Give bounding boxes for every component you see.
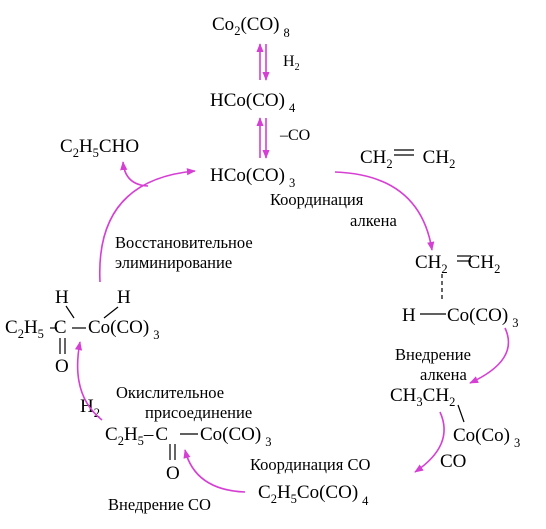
ethyl-cobalt-tetracarbonyl: C2H5Co(CO)4 <box>258 482 369 508</box>
hco3-formula: HCo(CO)3 <box>210 165 295 190</box>
ethyl-co-bond <box>457 404 465 423</box>
acyl-oxygen: O <box>166 463 180 484</box>
product-propanal: C2H5CHO <box>60 136 139 160</box>
h2-reagent: H2 <box>80 396 100 420</box>
h2-reagent-top: H2 <box>283 53 300 73</box>
alkyl-cobalt: Co(Co)3 <box>453 425 520 450</box>
arrow-alkene-insertion <box>469 327 510 384</box>
co2co8-formula: Co2(CO)8 <box>212 14 290 40</box>
arrow-alkene-coordination <box>334 171 435 251</box>
dihydride-carbonyl-bond <box>59 338 66 354</box>
pi-complex-double-bond <box>457 255 471 262</box>
acyl-complex: C2H5–C <box>105 424 168 448</box>
label-reductive-elimination-1: Восстановительное <box>115 233 253 252</box>
label-oxidative-addition-2: присоединение <box>145 403 252 422</box>
h-c-bond <box>65 305 75 319</box>
arrow-co-insertion <box>183 449 246 493</box>
arrow-oxidative-addition <box>74 341 103 421</box>
label-oxidative-addition-1: Окислительное <box>116 383 224 402</box>
label-co-coordination: Координация CO <box>250 455 370 474</box>
label-alkene-insertion-2: алкена <box>420 365 467 384</box>
arrow-reductive-elimination <box>99 168 196 283</box>
h-co-bond-2 <box>103 306 119 319</box>
pi-complex-co: Co(CO)3 <box>447 305 518 330</box>
dihydride-h-left: H <box>55 287 69 308</box>
alkyl-ethyl-group: CH3CH2 <box>390 385 455 409</box>
label-alkene-insertion-1: Внедрение <box>395 345 471 364</box>
acyl-cobalt: Co(CO)3 <box>200 424 271 449</box>
minus-co-reagent: –CO <box>279 127 310 144</box>
arrow-product-release <box>120 161 149 187</box>
arrow-co-coordination <box>414 411 445 473</box>
label-alkene-coordination-1: Координация <box>270 190 364 209</box>
dihydride-cobalt: Co(CO)3 <box>88 317 159 342</box>
acyl-carbonyl-bond <box>169 444 176 460</box>
dihydride-oxygen: O <box>55 356 69 377</box>
ethene-double-bond <box>394 149 414 156</box>
label-co-insertion: Внедрение CO <box>108 495 211 514</box>
free-co: CO <box>440 451 466 472</box>
dihydride-h-right: H <box>117 287 131 308</box>
label-reductive-elimination-2: элиминирование <box>115 253 232 272</box>
pi-complex-h: H <box>402 305 416 326</box>
hco4-formula: HCo(CO)4 <box>210 90 296 115</box>
label-alkene-coordination-2: алкена <box>350 211 397 230</box>
